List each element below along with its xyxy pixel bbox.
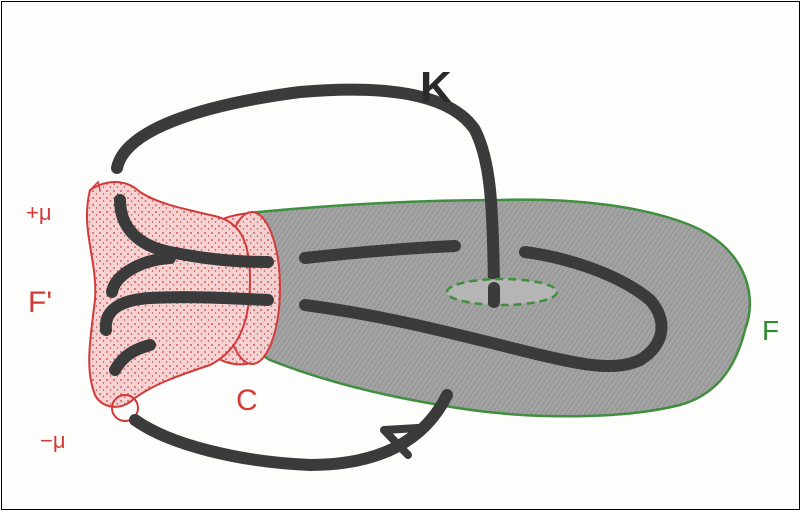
label-f-prime: F'	[28, 286, 52, 319]
label-f: F	[762, 315, 779, 346]
label-k: K	[420, 63, 452, 112]
label-c: C	[236, 384, 258, 417]
piercing-disk	[447, 279, 557, 305]
label-minus-mu: −μ	[40, 428, 66, 453]
label-plus-mu: +μ	[26, 200, 52, 225]
